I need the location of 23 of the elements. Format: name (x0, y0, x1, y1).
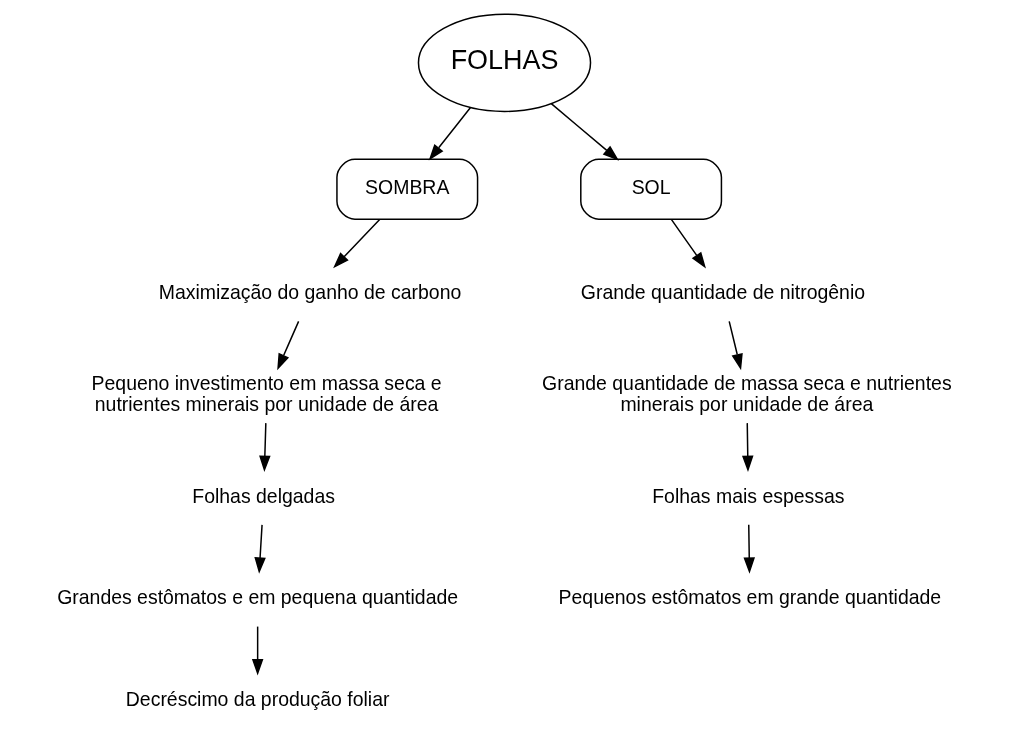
arrow (428, 106, 472, 161)
arrow (670, 218, 706, 269)
node-text: Grande quantidade de massa seca e nutrientes minerais por unidade de área (542, 372, 952, 416)
arrow (743, 524, 755, 574)
arrow (550, 102, 620, 161)
node-text: Grande quantidade de nitrogênio (580, 281, 866, 304)
node-ellipse: FOLHAS (417, 13, 592, 113)
arrow (728, 320, 743, 371)
arrow (742, 422, 754, 473)
arrow (254, 524, 266, 574)
node-box: SOMBRA (336, 158, 479, 220)
arrow (251, 625, 264, 676)
node-text: Folhas delgadas (192, 484, 335, 507)
node-text: Folhas mais espessas (652, 484, 845, 507)
node-box: SOL (580, 158, 723, 220)
node-text: Decréscimo da produção foliar (125, 687, 390, 710)
node-text: Grandes estômatos e em pequena quantidade (57, 586, 459, 609)
node-text: Pequeno investimento em massa seca e nutrientes minerais por unidade de área (91, 372, 442, 416)
arrow (333, 218, 381, 269)
node-text: Maximização do ganho de carbono (158, 281, 462, 304)
arrow (277, 320, 300, 371)
node-text: Pequenos estômatos em grande quantidade (558, 586, 942, 609)
arrow (259, 422, 271, 473)
